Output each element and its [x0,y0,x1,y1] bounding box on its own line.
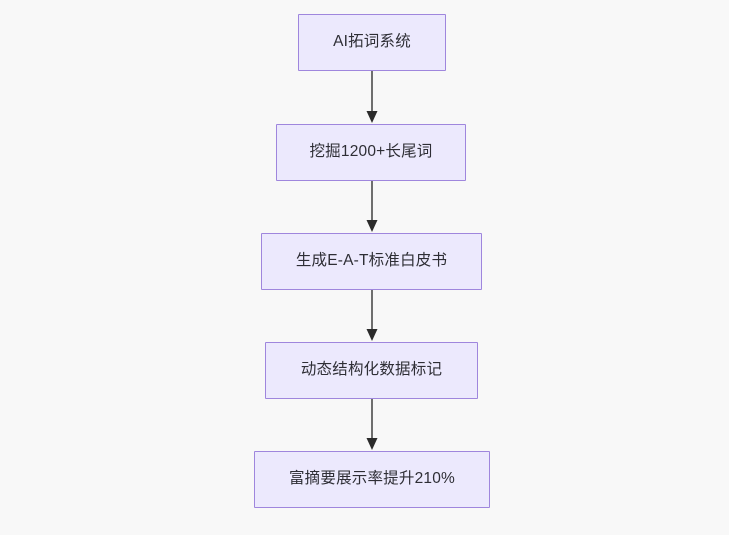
flow-node-mine-longtail-keywords[interactable]: 挖掘1200+长尾词 [276,124,466,181]
arrowhead-icon [366,329,378,341]
edge-node2-to-node3 [366,181,378,232]
flow-node-label: 动态结构化数据标记 [300,361,443,379]
edge-node1-to-node2 [366,71,378,123]
edge-node4-to-node5 [366,399,378,450]
edge-node3-to-node4 [366,290,378,341]
flow-node-rich-snippet-rate-increase[interactable]: 富摘要展示率提升210% [254,451,490,508]
arrowhead-icon [366,220,378,232]
flow-node-ai-keyword-system[interactable]: AI拓词系统 [298,14,446,71]
arrowhead-icon [366,438,378,450]
flow-node-dynamic-structured-data-markup[interactable]: 动态结构化数据标记 [265,342,478,399]
flow-node-generate-eat-whitepaper[interactable]: 生成E-A-T标准白皮书 [261,233,482,290]
flow-node-label: AI拓词系统 [333,33,411,51]
flow-node-label: 富摘要展示率提升210% [288,470,456,488]
flow-node-label: 挖掘1200+长尾词 [309,143,433,161]
flow-node-label: 生成E-A-T标准白皮书 [295,252,448,270]
arrowhead-icon [366,111,378,123]
